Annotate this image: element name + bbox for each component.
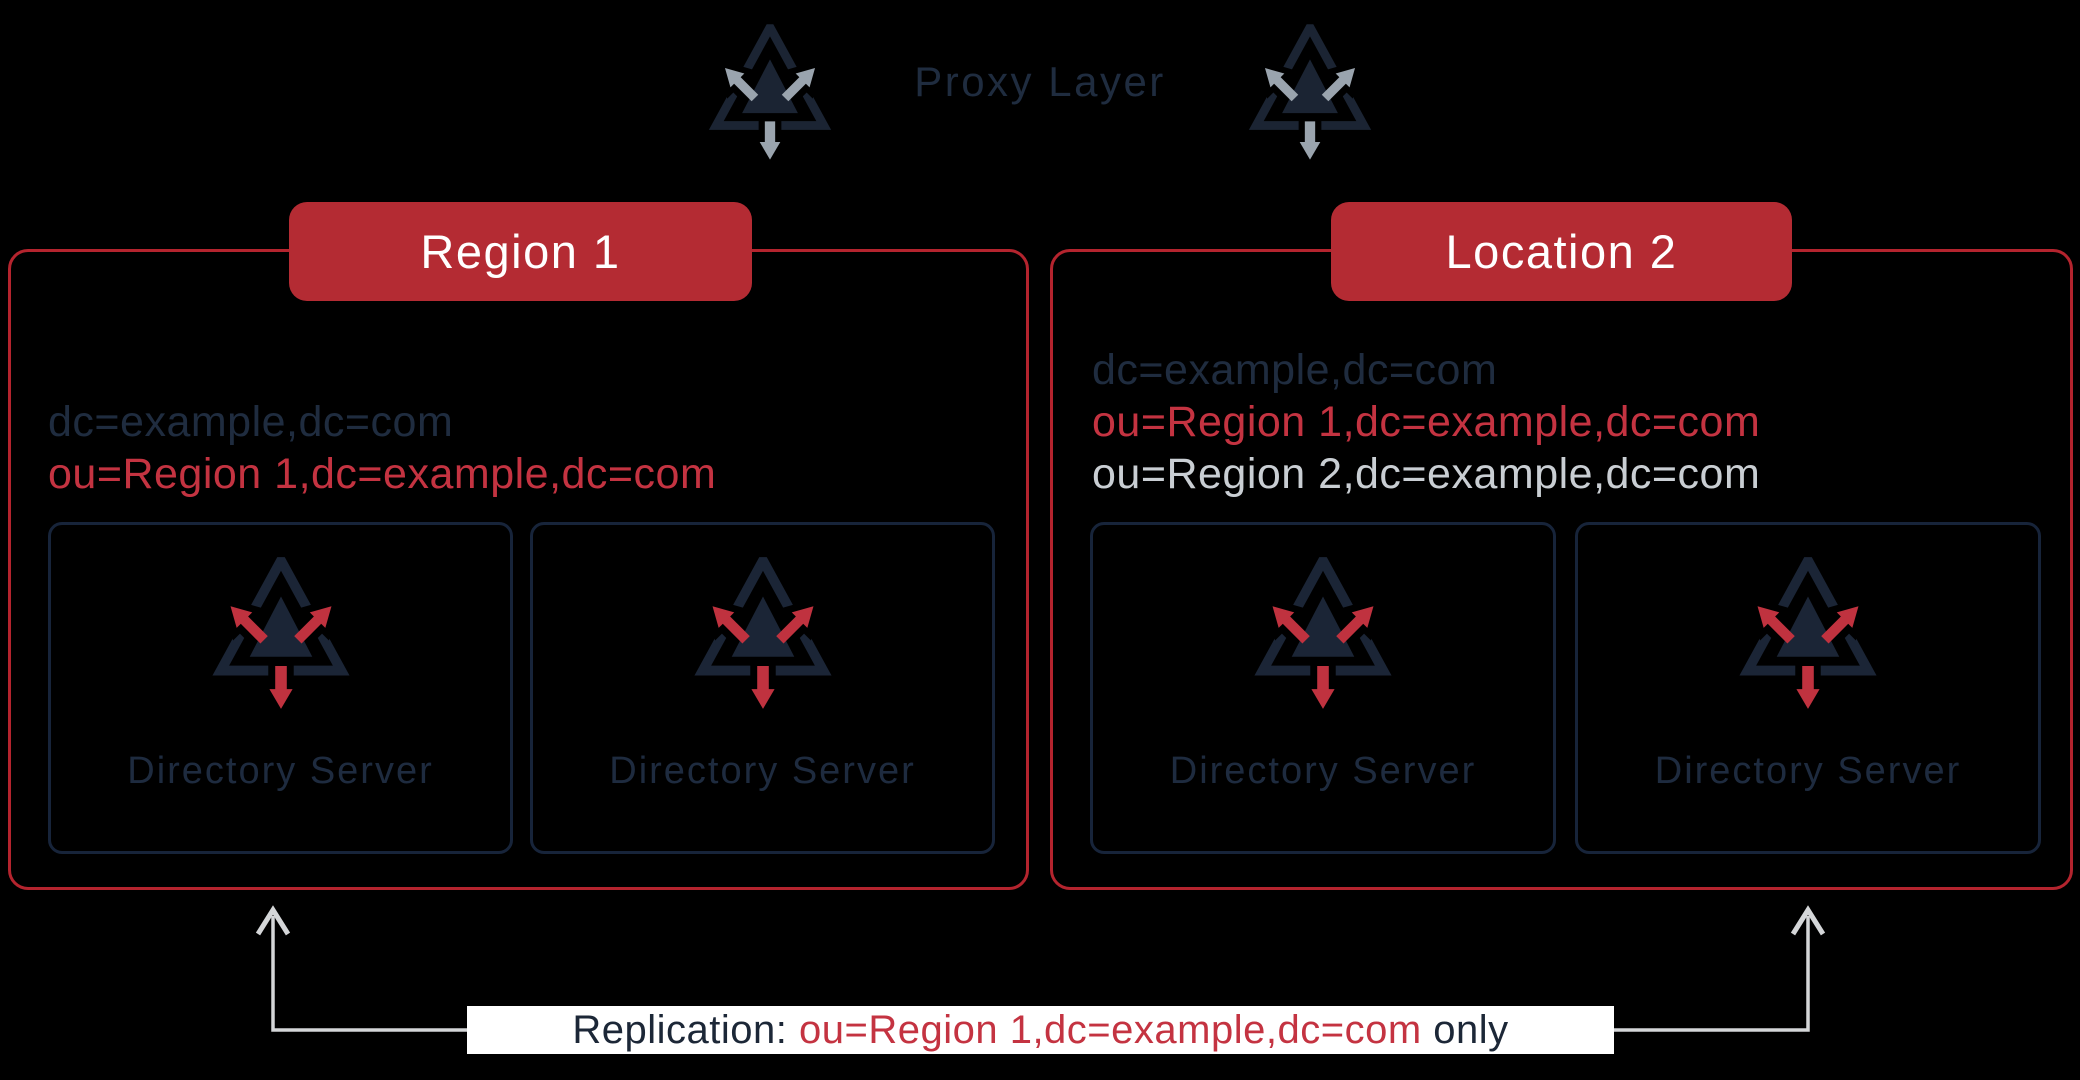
dn-line: ou=Region 1,dc=example,dc=com (1092, 398, 1761, 446)
replication-prefix: Replication: (572, 1007, 799, 1052)
dn-line: ou=Region 1,dc=example,dc=com (48, 450, 717, 498)
dn-line: ou=Region 2,dc=example,dc=com (1092, 450, 1761, 498)
directory-server-icon (1254, 557, 1393, 717)
directory-server-label: Directory Server (127, 750, 434, 792)
proxy-icon (1248, 24, 1372, 167)
arrow-up-icon (255, 905, 291, 936)
directory-server-label: Directory Server (609, 750, 916, 792)
replication-connector-left (271, 916, 467, 1032)
directory-server-label: Directory Server (1654, 750, 1962, 792)
region-1-badge-label: Region 1 (420, 225, 621, 278)
directory-server-icon (693, 557, 832, 717)
directory-server-card: Directory Server (530, 522, 995, 854)
directory-server-icon (211, 557, 350, 717)
location-2-badge: Location 2 (1331, 202, 1792, 301)
dn-line: dc=example,dc=com (48, 398, 454, 446)
proxy-layer-label: Proxy Layer (914, 58, 1166, 105)
replication-connector-right (1614, 916, 1810, 1032)
replication-suffix: only (1421, 1007, 1509, 1052)
directory-server-icon (1739, 557, 1878, 717)
proxy-icon (708, 24, 832, 167)
directory-server-card: Directory Server (48, 522, 513, 854)
directory-server-label: Directory Server (1169, 750, 1477, 792)
dn-line: dc=example,dc=com (1092, 346, 1498, 394)
region-1-badge: Region 1 (289, 202, 752, 301)
replication-dn: ou=Region 1,dc=example,dc=com (798, 1007, 1422, 1052)
arrow-up-icon (1790, 905, 1826, 936)
region-1-dn-list: dc=example,dc=com ou=Region 1,dc=example… (48, 396, 716, 500)
directory-server-card: Directory Server (1575, 522, 2041, 854)
directory-server-card: Directory Server (1090, 522, 1556, 854)
replication-banner: Replication: ou=Region 1,dc=example,dc=c… (467, 1006, 1614, 1054)
location-2-badge-label: Location 2 (1445, 225, 1678, 278)
location-2-dn-list: dc=example,dc=com ou=Region 1,dc=example… (1092, 344, 1760, 500)
